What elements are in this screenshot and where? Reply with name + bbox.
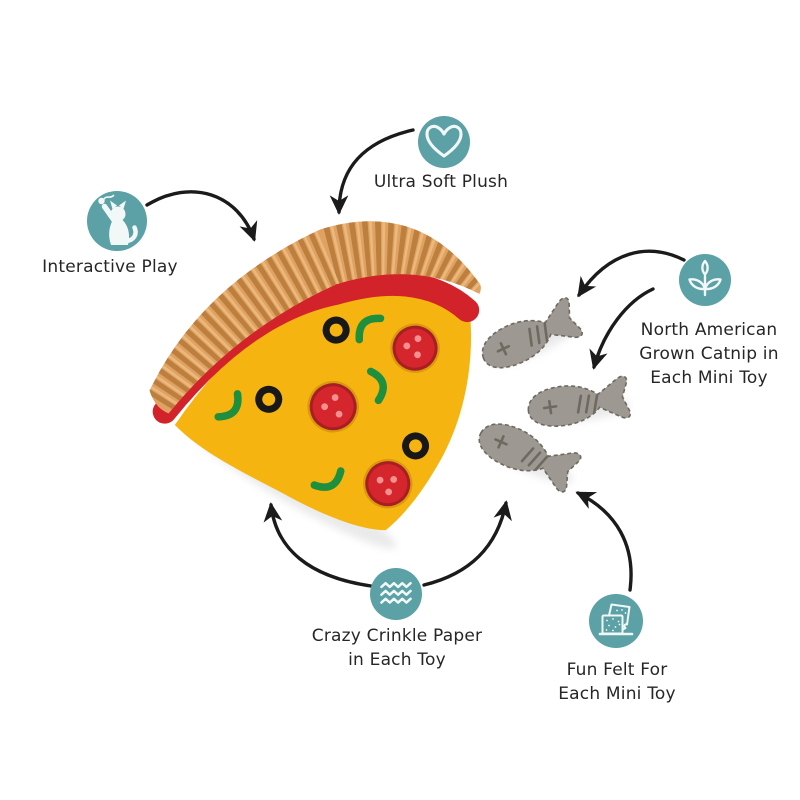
fish-toy-1: [481, 297, 583, 369]
pizza-plush-toy: [132, 217, 486, 531]
arrow-felt-fish: [575, 491, 633, 592]
green-pepper-toppings: [214, 314, 387, 491]
catnip-sprout-icon: [679, 254, 731, 306]
felt-sheet-icon: [589, 594, 643, 648]
callout-label-felt: Fun Felt For Each Mini Toy: [558, 660, 676, 704]
crinkle-waves-icon: [370, 568, 422, 620]
cat-playing-icon: [87, 191, 147, 251]
annotation-arrows: [145, 128, 686, 592]
arrow-ultra-soft-plush: [329, 128, 415, 215]
heart-icon: [418, 116, 470, 168]
fish-toy-3: [478, 423, 582, 493]
arrow-crinkle-pizza: [263, 502, 373, 588]
olive-toppings: [255, 316, 430, 460]
arrow-crinkle-fish: [422, 500, 512, 587]
pepperoni-topping: [307, 380, 359, 433]
pepperoni-topping: [390, 323, 440, 373]
fish-toy-2: [527, 375, 632, 427]
callout-label-ultra-soft-plush: Ultra Soft Plush: [373, 172, 509, 192]
callout-label-catnip: North American Grown Catnip in Each Mini…: [639, 320, 779, 388]
arrow-interactive-play: [145, 190, 258, 242]
callout-label-crinkle: Crazy Crinkle Paper in Each Toy: [311, 626, 483, 670]
callout-label-interactive-play: Interactive Play: [42, 257, 178, 277]
pepperoni-topping: [363, 458, 413, 509]
arrow-catnip-top-fish: [577, 249, 686, 298]
arrow-catnip-middle-fish: [589, 287, 655, 370]
